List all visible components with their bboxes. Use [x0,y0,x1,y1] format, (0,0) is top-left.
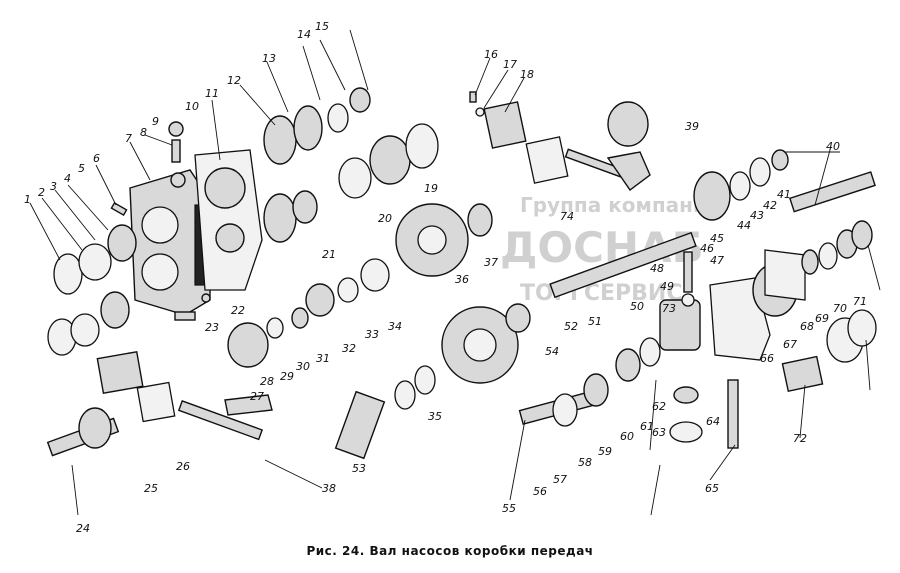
label-10: 10 [185,100,199,113]
label-50: 50 [630,300,644,313]
label-39: 39 [685,120,699,133]
pump-cover-plate [194,149,263,291]
label-3: 3 [50,180,57,193]
leader-lines [29,29,881,516]
label-28: 28 [260,375,274,388]
label-37: 37 [484,256,498,269]
label-6: 6 [93,152,100,165]
label-14: 14 [297,28,311,41]
small-gears-center-left [227,258,390,368]
label-38: 38 [322,482,336,495]
label-36: 36 [455,273,469,286]
label-53: 53 [352,462,366,475]
label-27: 27 [250,390,264,403]
label-2: 2 [38,186,45,199]
label-22: 22 [231,304,245,317]
bolt-parts-left [110,121,211,321]
label-11: 11 [205,87,219,100]
label-7: 7 [125,132,132,145]
label-19: 19 [424,182,438,195]
label-57: 57 [553,473,567,486]
part-number-labels: 1 2 3 4 5 6 7 8 9 10 11 12 13 14 15 16 1… [24,20,867,535]
label-15: 15 [315,20,329,33]
flange-top-right [469,91,569,184]
label-23: 23 [205,321,219,334]
label-21: 21 [322,248,336,261]
label-60: 60 [620,430,634,443]
label-63: 63 [652,426,666,439]
label-24: 24 [76,522,90,535]
label-67: 67 [783,338,797,351]
label-44: 44 [737,219,751,232]
label-54: 54 [545,345,559,358]
label-31: 31 [316,352,330,365]
watermark-line1: Группа компаний [520,193,721,217]
label-49: 49 [660,280,674,293]
label-45: 45 [710,232,724,245]
label-52: 52 [564,320,578,333]
label-43: 43 [750,209,764,222]
long-shaft-center [549,148,697,299]
label-4: 4 [64,172,71,185]
gear-lower-center [334,303,531,460]
label-70: 70 [833,302,847,315]
label-72: 72 [793,432,807,445]
label-12: 12 [227,74,241,87]
drive-shaft-lower [518,373,609,427]
label-16: 16 [484,48,498,61]
flange-and-shaft-lower-left [46,350,273,457]
label-32: 32 [342,342,356,355]
label-35: 35 [428,410,442,423]
label-64: 64 [706,415,720,428]
label-34: 34 [388,320,402,333]
label-25: 25 [144,482,158,495]
label-62: 62 [652,400,666,413]
figure-caption: Рис. 24. Вал насосов коробки передач [306,544,594,558]
label-20: 20 [378,212,392,225]
label-48: 48 [650,262,664,275]
gear-stack-top [263,87,439,243]
large-gear-center [395,203,493,277]
label-26: 26 [176,460,190,473]
label-1: 1 [24,193,31,206]
label-46: 46 [700,242,714,255]
label-47: 47 [710,254,724,267]
gear-top-right [606,101,876,221]
label-69: 69 [815,312,829,325]
label-61: 61 [640,420,654,433]
ring-seals-left [47,224,137,356]
label-68: 68 [800,320,814,333]
label-51: 51 [588,315,602,328]
pump-body-right [709,220,877,393]
label-33: 33 [365,328,379,341]
watermark-line3: ТОРГСЕРВИС [520,281,682,306]
label-55: 55 [502,502,516,515]
label-13: 13 [262,52,276,65]
label-17: 17 [503,58,517,71]
label-5: 5 [78,162,85,175]
label-71: 71 [853,295,867,308]
label-30: 30 [296,360,310,373]
label-59: 59 [598,445,612,458]
label-42: 42 [763,199,777,212]
label-40: 40 [826,140,840,153]
label-58: 58 [578,456,592,469]
label-73: 73 [662,302,676,315]
label-18: 18 [520,68,534,81]
label-56: 56 [533,485,547,498]
pump-assembly-center-right [615,251,739,449]
label-41: 41 [777,188,791,201]
label-74: 74 [560,210,574,223]
label-65: 65 [705,482,719,495]
label-9: 9 [152,115,159,128]
label-29: 29 [280,370,294,383]
label-8: 8 [140,126,147,139]
label-66: 66 [760,352,774,365]
